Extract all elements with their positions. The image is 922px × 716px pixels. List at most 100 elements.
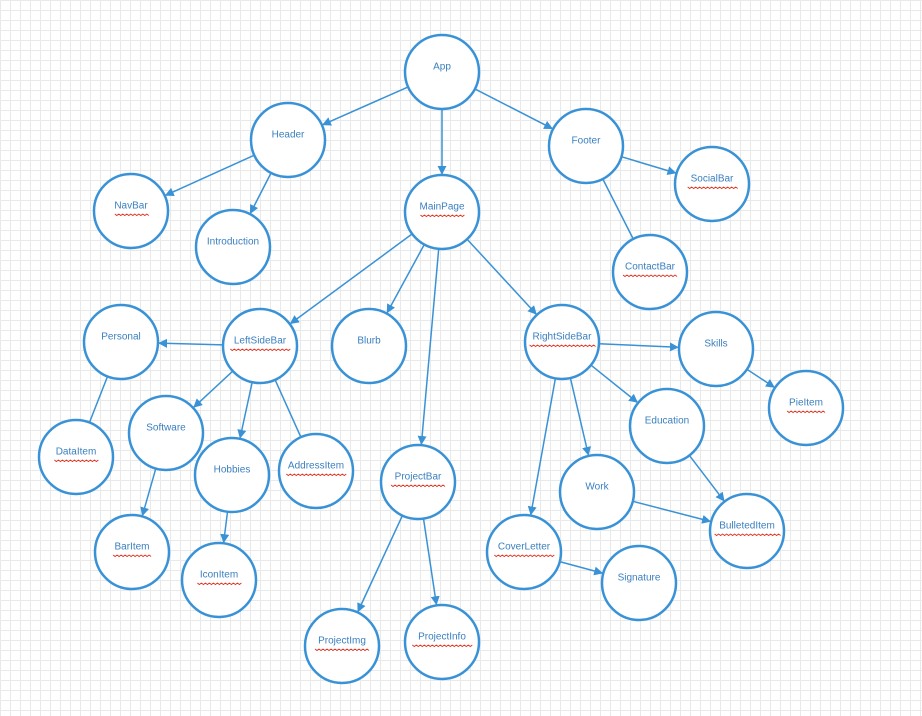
edge-footer-to-socialbar (621, 155, 677, 175)
node-label: Personal (101, 332, 140, 343)
edge-coverletter-to-signature (559, 560, 604, 576)
node-circle (403, 173, 481, 251)
node-leftsidebar[interactable]: LeftSideBar (221, 307, 299, 385)
node-circle (628, 387, 706, 465)
spellcheck-underline (622, 274, 678, 278)
node-label: BulletedItem (719, 521, 775, 532)
spellcheck-underline (114, 213, 150, 217)
edge-leftsidebar-to-software (193, 370, 234, 408)
node-circle (485, 513, 563, 591)
spellcheck-underline (494, 554, 555, 558)
edge-rightsidebar-to-skills (598, 342, 679, 352)
edge-projectbar-to-projectinfo (422, 518, 440, 606)
edge-rightsidebar-to-coverletter (527, 378, 557, 516)
node-circle (379, 443, 457, 521)
node-label: Signature (618, 573, 661, 584)
node-projectinfo[interactable]: ProjectInfo (403, 603, 481, 681)
node-label: SocialBar (691, 174, 734, 185)
node-circle (558, 453, 636, 531)
spellcheck-underline (420, 214, 465, 218)
node-circle (330, 307, 408, 385)
node-circle (523, 303, 601, 381)
node-label: Education (645, 416, 689, 427)
node-label: ProjectInfo (418, 632, 466, 643)
spellcheck-underline (786, 410, 826, 414)
node-work[interactable]: Work (558, 453, 636, 531)
node-circle (194, 208, 272, 286)
spellcheck-underline (314, 648, 370, 652)
node-pieitem[interactable]: PieItem (767, 369, 845, 447)
node-label: LeftSideBar (234, 336, 287, 347)
node-circle (249, 101, 327, 179)
node-mainpage[interactable]: MainPage (403, 173, 481, 251)
node-label: MainPage (419, 202, 464, 213)
node-circle (221, 307, 299, 385)
node-circle (600, 544, 678, 622)
spellcheck-underline (529, 344, 596, 348)
node-contactbar[interactable]: ContactBar (611, 233, 689, 311)
node-label: ContactBar (625, 262, 676, 273)
node-label: Header (272, 130, 305, 141)
node-label: BarItem (114, 542, 149, 553)
node-label: ProjectImg (318, 636, 366, 647)
node-baritem[interactable]: BarItem (93, 513, 171, 591)
node-dataitem[interactable]: DataItem (37, 418, 115, 496)
edge-personal-to-dataitem (89, 376, 109, 422)
node-hobbies[interactable]: Hobbies (193, 436, 271, 514)
node-label: AddressItem (288, 461, 344, 472)
edge-hobbies-to-iconitem (220, 511, 230, 544)
edge-header-to-introduction (249, 172, 272, 215)
node-label: Introduction (207, 237, 259, 248)
node-iconitem[interactable]: IconItem (180, 541, 258, 619)
edge-skills-to-pieitem (746, 368, 775, 388)
node-skills[interactable]: Skills (677, 310, 755, 388)
node-circle (93, 513, 171, 591)
node-navbar[interactable]: NavBar (92, 172, 170, 250)
node-blurb[interactable]: Blurb (330, 307, 408, 385)
node-projectimg[interactable]: ProjectImg (303, 607, 381, 685)
node-rightsidebar[interactable]: RightSideBar (523, 303, 601, 381)
node-software[interactable]: Software (127, 394, 205, 472)
node-footer[interactable]: Footer (547, 107, 625, 185)
edge-rightsidebar-to-education (590, 364, 639, 403)
node-coverletter[interactable]: CoverLetter (485, 513, 563, 591)
node-header[interactable]: Header (249, 101, 327, 179)
node-introduction[interactable]: Introduction (194, 208, 272, 286)
node-circle (193, 436, 271, 514)
node-bulleteditem[interactable]: BulletedItem (708, 492, 786, 570)
node-circle (82, 303, 160, 381)
node-label: Software (146, 423, 186, 434)
node-circle (767, 369, 845, 447)
node-projectbar[interactable]: ProjectBar (379, 443, 457, 521)
spellcheck-underline (230, 348, 291, 352)
edge-leftsidebar-to-personal (158, 338, 224, 348)
edge-education-to-bulleteditem (688, 454, 725, 502)
edge-app-to-header (321, 86, 409, 126)
node-education[interactable]: Education (628, 387, 706, 465)
node-app[interactable]: App (403, 33, 481, 111)
node-circle (403, 603, 481, 681)
spellcheck-underline (54, 459, 99, 463)
edge-mainpage-to-blurb (386, 244, 425, 314)
node-label: IconItem (200, 570, 238, 581)
node-signature[interactable]: Signature (600, 544, 678, 622)
spellcheck-underline (714, 533, 781, 537)
node-label: DataItem (56, 447, 97, 458)
edge-rightsidebar-to-work (569, 377, 591, 456)
edge-mainpage-to-leftsidebar (289, 233, 413, 325)
edge-work-to-bulleteditem (632, 500, 712, 524)
node-circle (180, 541, 258, 619)
node-personal[interactable]: Personal (82, 303, 160, 381)
spellcheck-underline (390, 484, 446, 488)
node-label: NavBar (114, 201, 148, 212)
edges-layer (89, 86, 775, 613)
node-label: PieItem (789, 398, 823, 409)
node-label: CoverLetter (498, 542, 551, 553)
node-addressitem[interactable]: AddressItem (277, 432, 355, 510)
node-socialbar[interactable]: SocialBar (673, 145, 751, 223)
node-circle (677, 310, 755, 388)
node-circle (303, 607, 381, 685)
edge-leftsidebar-to-hobbies (237, 382, 253, 439)
